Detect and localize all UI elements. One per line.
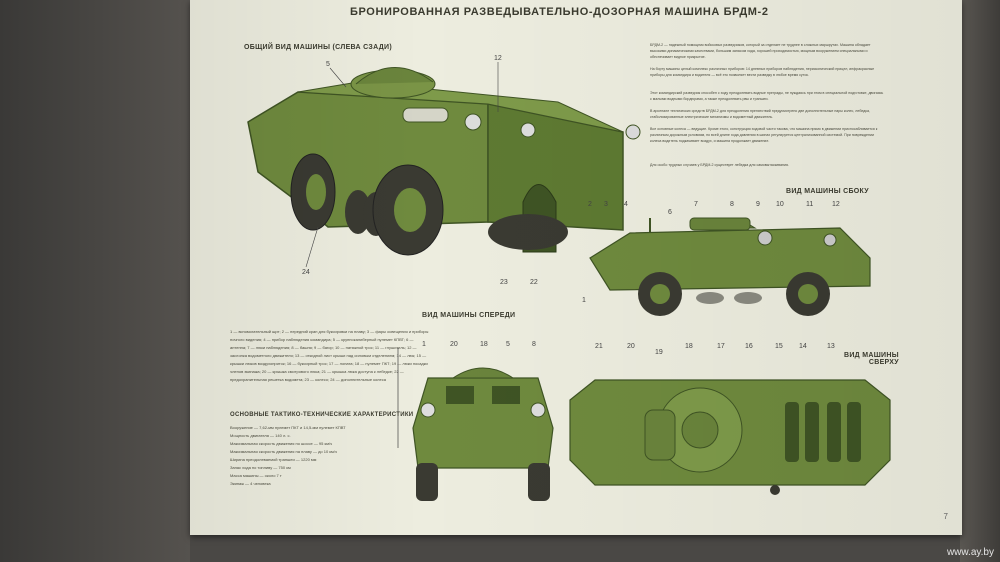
callout-top-17: 17 (717, 343, 725, 350)
spec-row: Ширина преодолеваемой траншеи — 1220 мм (230, 457, 317, 462)
callout-front-18: 18 (480, 341, 488, 348)
callout-top-19: 19 (655, 349, 663, 356)
callout-front-8: 8 (532, 341, 536, 348)
specs-list: Вооружение — 7,62-мм пулемет ПКТ и 14,5-… (230, 424, 420, 488)
callout-side-7: 7 (694, 201, 698, 208)
callout-side-12: 12 (832, 201, 840, 208)
description-p2: На борту машины целый комплекс различных… (650, 67, 875, 77)
spec-row: Максимальная скорость движения на плаву … (230, 449, 337, 454)
callout-top-18: 18 (685, 343, 693, 350)
callout-front-5: 5 (506, 341, 510, 348)
spec-row: Запас хода по топливу — 750 км (230, 465, 291, 470)
top-view-heading: ВИД МАШИНЫ СВЕРХУ (844, 352, 899, 366)
callout-top-15: 15 (775, 343, 783, 350)
callout-front-20: 20 (450, 341, 458, 348)
callout-24: 24 (302, 269, 310, 276)
callout-side-6: 6 (668, 209, 672, 216)
front-view-heading: ВИД МАШИНЫ СПЕРЕДИ (422, 312, 516, 319)
callout-top-14: 14 (799, 343, 807, 350)
callout-side-1: 1 (582, 297, 586, 304)
callout-side-4: 4 (624, 201, 628, 208)
description-p1: БРДМ-2 — надежный помощник войсковых раз… (650, 43, 871, 59)
top-view-heading-line2: СВЕРХУ (868, 359, 899, 366)
poster-sheet: БРОНИРОВАННАЯ РАЗВЕДЫВАТЕЛЬНО-ДОЗОРНАЯ М… (190, 0, 962, 535)
description-p6: Для особо трудных случаев у БРДМ-2 сущес… (650, 163, 789, 167)
callout-top-13: 13 (827, 343, 835, 350)
parts-legend: 1 — вспомогательный щит; 2 — передний кр… (230, 329, 429, 382)
callout-side-11: 11 (806, 201, 813, 208)
description-p3: Этот командирский разведчик способен с х… (650, 91, 884, 101)
callout-23: 23 (500, 279, 508, 286)
callout-22: 22 (530, 279, 538, 286)
side-view-heading: ВИД МАШИНЫ СБОКУ (786, 188, 869, 195)
watermark: www.ay.by (946, 547, 994, 558)
specs-heading: ОСНОВНЫЕ ТАКТИКО-ТЕХНИЧЕСКИЕ ХАРАКТЕРИСТ… (230, 412, 414, 418)
callout-5: 5 (326, 61, 330, 68)
vehicle-rear-three-quarter-illustration: 5 12 24 23 22 (247, 55, 641, 286)
description-p4: В арсенале технических средств БРДМ-2 дл… (650, 109, 871, 119)
callout-side-3: 3 (604, 201, 608, 208)
spec-row: Масса машины — около 7 т (230, 473, 282, 478)
spec-row: Вооружение — 7,62-мм пулемет ПКТ и 14,5-… (230, 425, 346, 430)
callout-top-21: 21 (595, 343, 603, 350)
table-surface-left (0, 0, 190, 562)
general-view-heading: ОБЩИЙ ВИД МАШИНЫ (СЛЕВА СЗАДИ) (244, 44, 392, 51)
callout-12: 12 (494, 55, 502, 62)
callout-side-8: 8 (730, 201, 734, 208)
vehicle-side-view-illustration: 2 3 4 6 7 8 9 10 11 12 1 (582, 201, 871, 316)
callout-side-9: 9 (756, 201, 760, 208)
vehicle-top-view-illustration: 21 20 19 18 17 16 15 14 13 (569, 343, 891, 495)
table-surface-right (960, 0, 1000, 562)
callout-top-16: 16 (745, 343, 753, 350)
callout-front-1: 1 (422, 341, 426, 348)
page-number: 7 (943, 512, 948, 521)
callout-side-2: 2 (588, 201, 592, 208)
poster-title: БРОНИРОВАННАЯ РАЗВЕДЫВАТЕЛЬНО-ДОЗОРНАЯ М… (350, 6, 769, 18)
spec-row: Мощность двигателя — 140 л. с. (230, 433, 291, 438)
description-p5: Все основные колеса — ведущие. Кроме это… (650, 127, 878, 143)
spec-row: Максимальная скорость движения по шоссе … (230, 441, 333, 446)
callout-side-10: 10 (776, 201, 784, 208)
top-view-heading-line1: ВИД МАШИНЫ (844, 352, 899, 359)
spec-row: Экипаж — 4 человека (230, 481, 271, 486)
vehicle-front-view-illustration: 1 20 18 5 8 (397, 341, 554, 501)
callout-top-20: 20 (627, 343, 635, 350)
